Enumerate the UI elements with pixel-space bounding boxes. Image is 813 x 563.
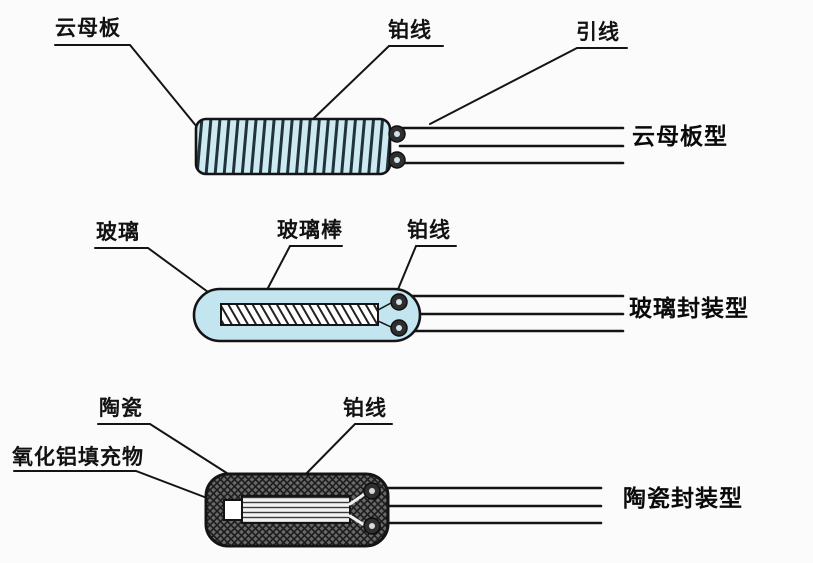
- ceramic-terminal-bottom: [363, 517, 381, 535]
- type-label-glass: 玻璃封装型: [629, 295, 749, 321]
- mica-terminal-top: [388, 125, 406, 143]
- glass-terminal-top: [390, 293, 408, 311]
- mica-body: [194, 117, 392, 176]
- callout-label-ceramic: 陶瓷: [99, 397, 143, 420]
- callout-label-mica-plate: 云母板: [55, 17, 121, 40]
- platinum-wire-mid-callout-line: [393, 245, 457, 300]
- callout-label-platinum-wire-mid: 铂线: [407, 219, 451, 242]
- callout-label-glass: 玻璃: [96, 221, 140, 244]
- mica-sensor-group: [54, 44, 628, 176]
- callout-label-platinum-wire-top: 铂线: [388, 19, 432, 42]
- mica-terminal-bottom: [388, 151, 406, 169]
- glass-lead-wires: [402, 294, 625, 333]
- ceramic-inner-lead-top: [348, 491, 368, 506]
- ceramic-terminal-top: [363, 482, 381, 500]
- glass-rod-lead-top: [377, 302, 392, 311]
- ceramic-callout-line: [97, 423, 234, 478]
- type-label-ceramic: 陶瓷封装型: [623, 485, 743, 511]
- ceramic-lead-wires: [384, 486, 603, 525]
- callout-label-glass-rod: 玻璃棒: [277, 219, 343, 242]
- mica-plate-callout-line: [54, 44, 198, 128]
- glass-rod: [220, 303, 379, 326]
- mica-lead-wires: [398, 126, 625, 165]
- callout-label-alumina-filler: 氧化铝填充物: [12, 446, 144, 469]
- glass-rod-callout-line: [257, 245, 343, 308]
- callout-label-lead-wire: 引线: [576, 21, 620, 44]
- type-label-mica: 云母板型: [632, 123, 728, 149]
- glass-terminal-bottom: [390, 319, 408, 337]
- alumina-filler-callout-line: [13, 470, 208, 499]
- ceramic-inner-lead-bottom: [348, 514, 368, 528]
- platinum-wire-top-callout-line: [311, 45, 444, 121]
- glass-sensor-group: [94, 245, 625, 343]
- ceramic-element-coil: [241, 495, 351, 524]
- glass-callout-line: [94, 247, 224, 304]
- lead-wire-callout-line: [429, 47, 628, 125]
- platinum-wire-bottom-callout-line: [298, 423, 393, 482]
- ceramic-sensor-group: [13, 423, 603, 548]
- callout-label-platinum-wire-bottom: 铂线: [343, 397, 387, 420]
- glass-rod-lead-bottom: [377, 320, 392, 328]
